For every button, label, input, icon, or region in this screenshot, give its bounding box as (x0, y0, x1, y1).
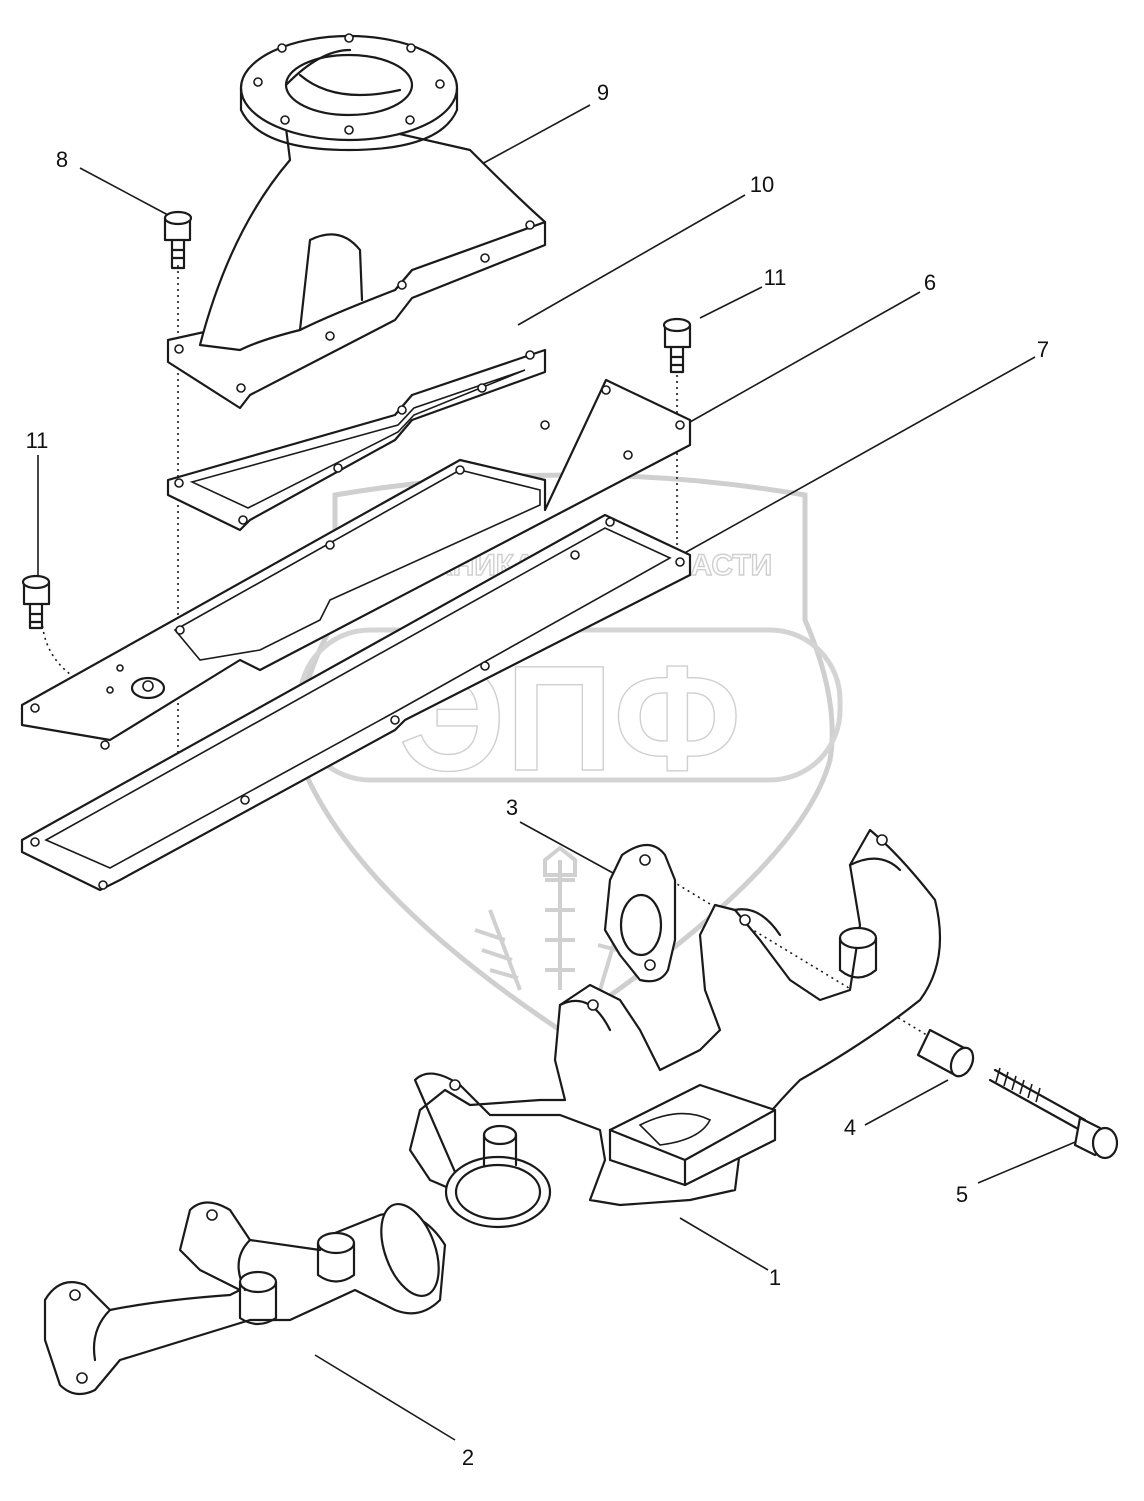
callout-11-left: 11 (26, 428, 49, 453)
callout-10: 10 (750, 172, 774, 197)
part-1-exhaust-manifold (408, 828, 942, 1229)
callout-11-right: 11 (764, 265, 787, 290)
callout-8: 8 (56, 147, 68, 172)
callout-5: 5 (956, 1182, 968, 1207)
callout-6: 6 (924, 270, 936, 295)
part-10-gasket (166, 348, 547, 532)
part-8-bolt (163, 210, 193, 270)
part-4-spacer (916, 1028, 975, 1078)
part-3-exhaust-gasket (603, 843, 677, 983)
part-5-long-bolt (988, 1067, 1119, 1160)
part-11-bolt-left (21, 574, 51, 630)
callout-labels: 1 2 3 4 5 6 7 8 9 10 11 11 (26, 80, 1050, 1470)
callout-2: 2 (462, 1445, 474, 1470)
callout-1: 1 (769, 1265, 781, 1290)
callout-7: 7 (1037, 337, 1049, 362)
flange-bolt-holes (253, 33, 445, 135)
part-11-bolt-right (662, 317, 692, 374)
callout-3: 3 (506, 795, 518, 820)
callout-4: 4 (844, 1115, 856, 1140)
callout-9: 9 (597, 80, 609, 105)
leader-lines (37, 104, 1081, 1441)
part-2-exhaust-manifold (43, 1201, 447, 1396)
part-9-intake-elbow (166, 33, 547, 410)
part-7-gasket (20, 513, 692, 892)
part-6-intake-plate (20, 378, 692, 750)
